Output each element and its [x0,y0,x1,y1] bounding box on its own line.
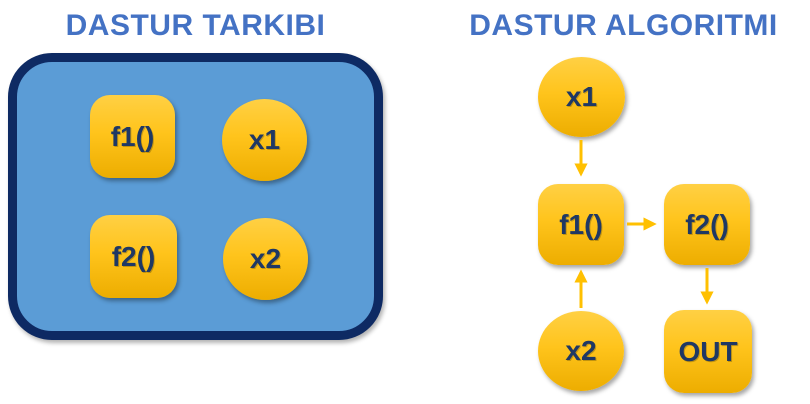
structure-node-x2: x2 [223,218,308,300]
structure-node-f1: f1() [90,95,175,178]
program-structure-container [8,53,383,340]
flow-node-x1: x1 [538,57,625,137]
flow-node-out: OUT [664,310,752,393]
flow-node-f2: f2() [664,184,750,265]
flow-node-f1: f1() [538,184,624,265]
flow-node-x2: x2 [538,311,624,391]
structure-node-f2: f2() [90,215,177,298]
left-panel-title: DASTUR TARKIBI [65,9,326,42]
right-panel-title: DASTUR ALGORITMI [469,9,778,42]
structure-node-x1: x1 [222,99,307,181]
